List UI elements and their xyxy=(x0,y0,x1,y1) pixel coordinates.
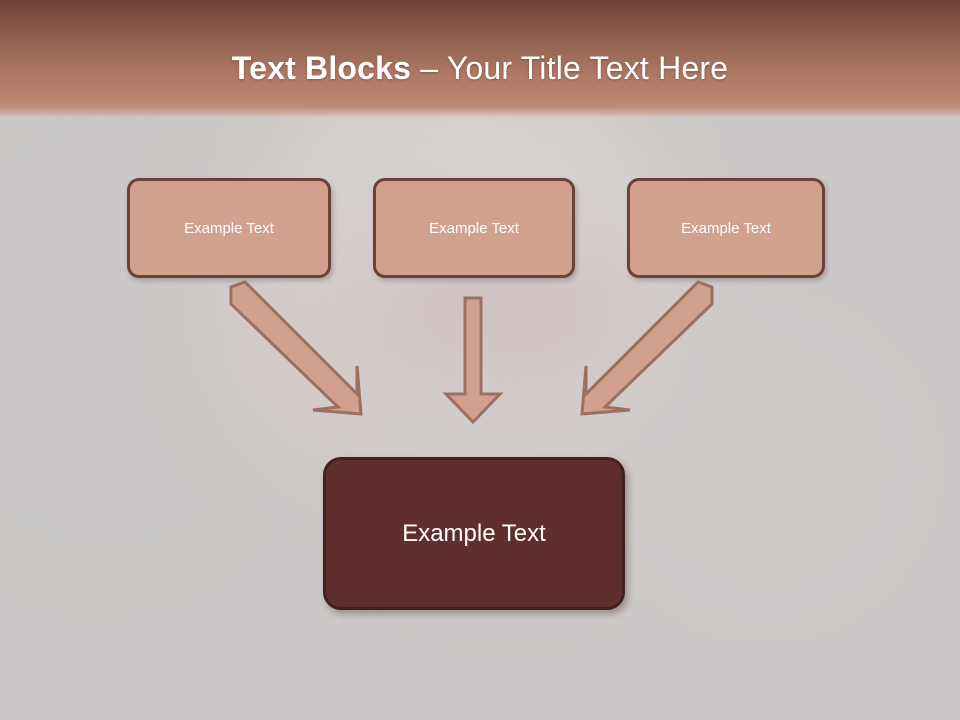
title-banner xyxy=(0,0,960,118)
page-title-light-part: Your Title Text Here xyxy=(446,50,729,86)
page-title: Text Blocks – Your Title Text Here xyxy=(0,50,960,86)
text-block-3[interactable]: Example Text xyxy=(627,178,825,278)
result-text-block-label: Example Text xyxy=(402,519,546,547)
text-block-1[interactable]: Example Text xyxy=(127,178,331,278)
arrow-down-left-icon xyxy=(580,280,714,416)
page-title-bold-part: Text Blocks xyxy=(231,50,412,86)
page-title-separator: – xyxy=(411,50,447,86)
text-block-1-label: Example Text xyxy=(184,219,274,237)
result-text-block[interactable]: Example Text xyxy=(323,457,625,610)
text-block-2[interactable]: Example Text xyxy=(373,178,575,278)
text-block-3-label: Example Text xyxy=(681,219,771,237)
arrow-down-icon xyxy=(442,296,504,425)
arrow-down-right-icon xyxy=(229,280,363,416)
text-block-2-label: Example Text xyxy=(429,219,519,237)
